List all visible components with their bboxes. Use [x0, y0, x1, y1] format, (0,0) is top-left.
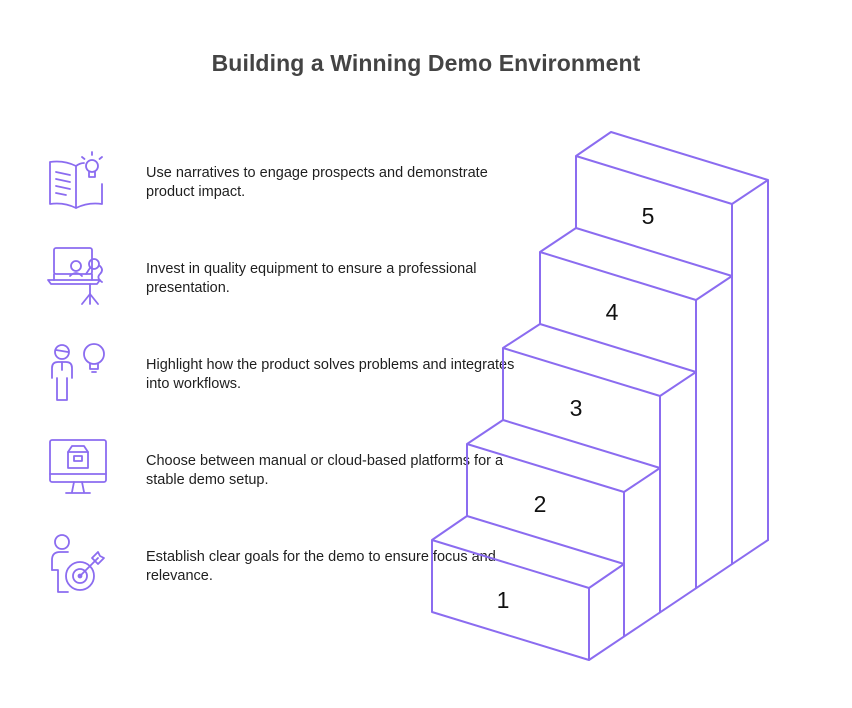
- person-target-icon: [46, 532, 112, 598]
- step-label-4: 4: [606, 299, 619, 325]
- item-text: Invest in quality equipment to ensure a …: [146, 261, 477, 296]
- step-label-3: 3: [570, 395, 583, 421]
- item-text: Establish clear goals for the demo to en…: [146, 549, 496, 584]
- list-item-platforms: Choose between manual or cloud-based pla…: [46, 436, 516, 506]
- laptop-microphone-icon: [46, 244, 112, 310]
- list-item-problem-solving: Highlight how the product solves problem…: [46, 340, 516, 410]
- item-text: Choose between manual or cloud-based pla…: [146, 453, 504, 488]
- step-label-5: 5: [642, 203, 655, 229]
- item-text: Highlight how the product solves problem…: [146, 357, 515, 392]
- list-item-equipment: Invest in quality equipment to ensure a …: [46, 244, 516, 314]
- step-label-1: 1: [497, 587, 510, 613]
- list-item-goals: Establish clear goals for the demo to en…: [46, 532, 516, 602]
- step-3-block: [502, 323, 697, 613]
- list-item-narratives: Use narratives to engage prospects and d…: [46, 148, 516, 218]
- item-text: Use narratives to engage prospects and d…: [146, 165, 488, 200]
- step-1-block: [431, 515, 625, 661]
- stairs-side-outline: [588, 539, 769, 661]
- person-lightbulb-icon: [46, 340, 112, 406]
- monitor-box-icon: [46, 436, 112, 502]
- step-5-block: [575, 131, 769, 565]
- step-label-2: 2: [534, 491, 547, 517]
- book-lightbulb-icon: [46, 148, 112, 214]
- page-title: Building a Winning Demo Environment: [211, 50, 641, 76]
